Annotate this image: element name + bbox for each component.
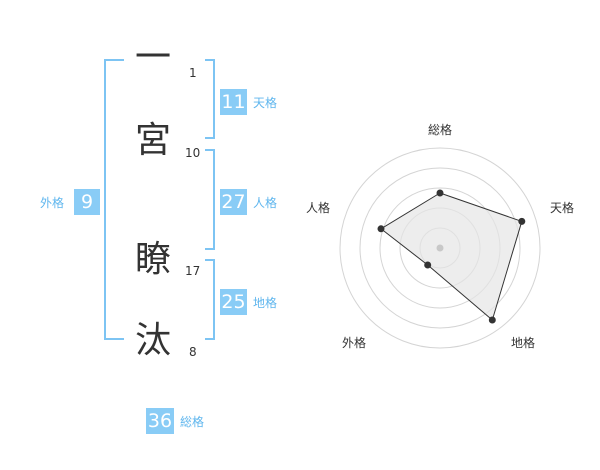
chikaku-bracket-bottom <box>205 338 215 340</box>
radar-point-3 <box>424 261 432 269</box>
name-char-4: 汰 <box>134 320 171 361</box>
jinkaku-label: 人格 <box>253 196 278 210</box>
radar-label-soukaku: 総格 <box>428 123 453 137</box>
tenkaku-value-badge: 11 <box>220 89 247 115</box>
radar-point-2 <box>488 316 496 324</box>
radar-point-4 <box>377 225 385 233</box>
soukaku-label: 総格 <box>180 415 205 429</box>
radar-point-0 <box>436 189 444 197</box>
radar-polygon <box>380 192 523 321</box>
radar-center <box>436 244 444 252</box>
jinkaku-bracket <box>213 149 215 250</box>
chikaku-bracket <box>213 259 215 340</box>
stroke-count-4: 8 <box>189 345 197 359</box>
soukaku-value-badge: 36 <box>146 408 174 434</box>
gaikaku-bracket <box>104 59 106 340</box>
tenkaku-bracket-top <box>205 59 215 61</box>
gaikaku-bracket-bottom <box>104 338 124 340</box>
stroke-count-2: 10 <box>185 146 201 160</box>
name-char-3: 瞭 <box>134 239 171 280</box>
chikaku-value-badge: 25 <box>220 289 247 315</box>
radar-label-chikaku: 地格 <box>511 336 536 350</box>
gaikaku-value-badge: 9 <box>74 189 100 215</box>
jinkaku-bracket-bottom <box>205 248 215 250</box>
chikaku-bracket-top <box>205 259 215 261</box>
stroke-count-3: 17 <box>185 264 201 278</box>
gaikaku-label: 外格 <box>40 196 65 210</box>
name-char-2: 宮 <box>134 120 171 161</box>
radar-label-gaikaku: 外格 <box>342 336 367 350</box>
radar-label-tenkaku: 天格 <box>550 201 575 215</box>
chikaku-label: 地格 <box>253 296 278 310</box>
tenkaku-label: 天格 <box>253 96 278 110</box>
tenkaku-bracket <box>213 59 215 139</box>
name-char-1: 一 <box>134 37 171 78</box>
radar-point-1 <box>518 217 526 225</box>
jinkaku-value-badge: 27 <box>220 189 247 215</box>
radar-label-jinkaku: 人格 <box>306 201 331 215</box>
gaikaku-bracket-top <box>104 59 124 61</box>
radar-ring-5 <box>339 147 541 349</box>
stroke-count-1: 1 <box>189 66 197 80</box>
jinkaku-bracket-top <box>205 149 215 151</box>
tenkaku-bracket-bottom <box>205 137 215 139</box>
radar-ring-4 <box>359 167 521 329</box>
